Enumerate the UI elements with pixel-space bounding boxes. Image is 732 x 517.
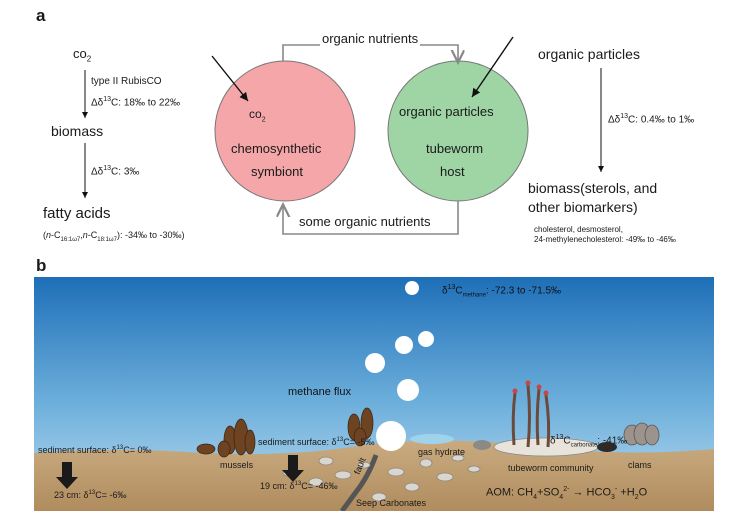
arrow-into-host	[471, 36, 514, 98]
host-organic-particles: organic particles	[399, 104, 494, 119]
methane-bubble	[376, 421, 406, 451]
rock	[597, 442, 617, 452]
symbiont-co2-label: co2	[249, 107, 266, 124]
right-organic-particles: organic particles	[538, 46, 640, 62]
panel-a-graphics	[82, 36, 604, 235]
right-d13c: Δδ13C: 0.4‰ to 1‰	[608, 113, 695, 126]
right-biomass-line2: other biomarkers)	[528, 199, 638, 215]
organic-nutrients-label: organic nutrients	[320, 31, 421, 46]
tubeworm-plumes	[512, 380, 549, 396]
seep-carbonates-label: Seep Carbonates	[356, 498, 427, 508]
methane-bubble	[418, 331, 434, 347]
tubeworms	[511, 384, 551, 448]
fault-line	[339, 454, 379, 511]
panel-a-label: a	[36, 6, 46, 25]
left-d13c-1: Δδ13C: 18‰ to 22‰	[91, 96, 180, 109]
arrow-organic-nutrients	[282, 44, 458, 61]
methane-isotope-label: δ13Cmethane: -72.3 to -71.5‰	[442, 284, 562, 299]
sediment-layer	[34, 440, 714, 511]
gas-hydrate-pool	[410, 434, 454, 444]
methane-flux-label: methane flux	[288, 386, 351, 398]
clam-cluster	[623, 422, 660, 446]
gas-hydrate-label: gas hydrate	[418, 447, 466, 457]
left-co2-label: co2	[73, 46, 92, 64]
host-circle	[387, 60, 529, 202]
arrow-some-organic-nutrients	[283, 201, 459, 235]
rock	[473, 440, 491, 450]
aom-equation: AOM: CH4+SO42- → HCO3- +H2O	[486, 486, 648, 501]
fatty-acids-note: (n-C16:1ω7,n-C18:1ω7): -34‰ to -30‰)	[43, 230, 185, 243]
depth-left-label: 23 cm: δ13C= -6‰	[54, 490, 127, 500]
sterols-line2: 24-methylenecholesterol: -49‰ to -46‰	[534, 235, 676, 244]
sediment-surface-left: sediment surface: δ13C= 0‰	[38, 445, 152, 455]
symbiont-circle	[214, 60, 356, 202]
methane-bubble	[405, 281, 419, 295]
symbiont-line1: chemosynthetic	[231, 141, 322, 156]
methane-bubble	[395, 336, 413, 354]
right-biomass-line1: biomass(sterols, and	[528, 180, 658, 196]
methane-bubble	[397, 379, 419, 401]
clams-label: clams	[628, 460, 652, 470]
flux-arrow-left	[56, 462, 78, 489]
carbonate-isotope-label: δ13Ccarbonate: -41‰	[550, 434, 628, 449]
arrow-into-symbiont	[211, 55, 249, 102]
fatty-acids-label: fatty acids	[43, 205, 111, 222]
flux-arrow-mid	[282, 455, 304, 482]
seafloor-scene	[34, 277, 714, 511]
tubeworm-community-label: tubeworm community	[508, 463, 594, 473]
depth-mid-label: 19 cm: δ13C= -46‰	[260, 481, 338, 491]
rubisco-label: type II RubisCO	[91, 76, 162, 87]
sediment-surface-mid: sediment surface: δ13C= -5‰	[258, 437, 375, 447]
host-line1: tubeworm	[426, 141, 484, 156]
panel-b-scene: δ13Cmethane: -72.3 to -71.5‰ methane flu…	[34, 277, 714, 511]
methane-bubble	[365, 353, 385, 373]
symbiont-line2: symbiont	[251, 164, 304, 179]
mussels-label: mussels	[220, 460, 254, 470]
host-line2: host	[440, 164, 465, 179]
some-organic-nutrients-label: some organic nutrients	[297, 214, 433, 229]
mussel-cluster-mid	[347, 407, 374, 447]
mussel-cluster	[196, 418, 256, 458]
left-d13c-2: Δδ13C: 3‰	[91, 165, 140, 178]
seep-carbonate-rocks	[282, 454, 481, 502]
left-biomass-label: biomass	[51, 123, 104, 139]
panel-b-label: b	[36, 256, 47, 275]
sterols-line1: cholesterol, desmosterol,	[534, 225, 623, 234]
